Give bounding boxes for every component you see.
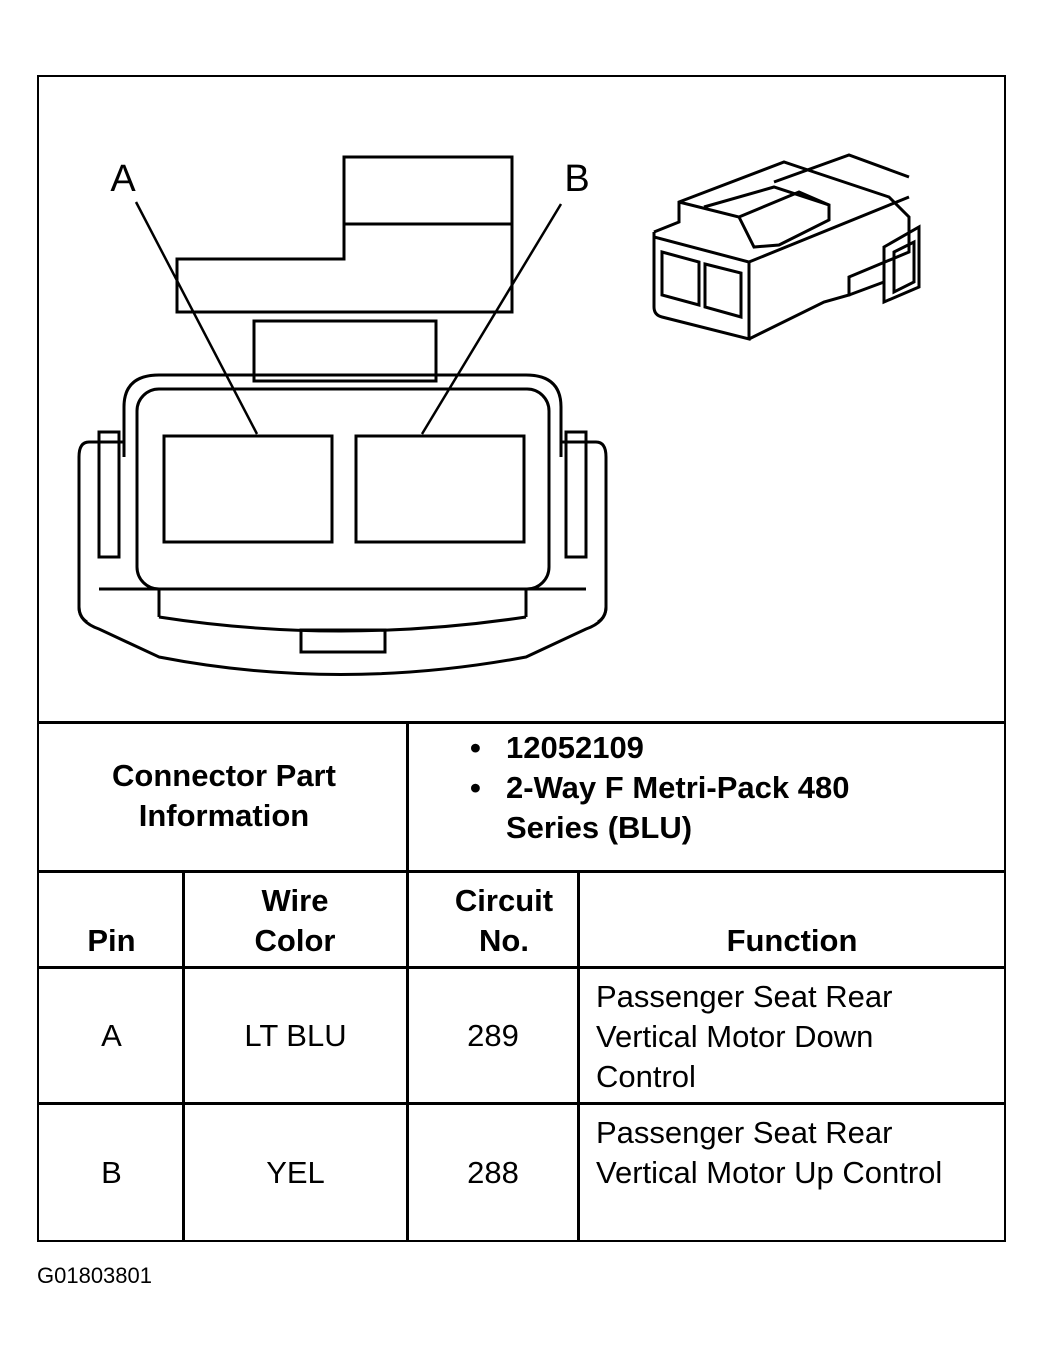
connector-figure-frame: A B Connector Part Information Pin Wire … <box>37 75 1006 1242</box>
pin-label-a: A <box>110 158 136 200</box>
divider <box>39 870 1004 873</box>
row-a-wire-color: LT BLU <box>244 1017 347 1053</box>
row-b-wire-color: YEL <box>266 1154 325 1190</box>
divider <box>39 966 1004 969</box>
divider <box>39 721 1004 724</box>
header-function: Function <box>726 923 858 958</box>
divider <box>39 1102 1004 1105</box>
pin-label-b: B <box>564 158 590 200</box>
row-b-pin: B <box>101 1154 122 1190</box>
part-description: 2-Way F Metri-Pack 480 Series (BLU) <box>470 768 886 848</box>
divider <box>182 870 185 1240</box>
divider <box>577 870 580 1240</box>
divider <box>406 721 409 1240</box>
row-b-function: Passenger Seat Rear Vertical Motor Up Co… <box>596 1115 943 1190</box>
header-pin: Pin <box>87 923 136 958</box>
row-a-pin: A <box>101 1017 122 1053</box>
row-b-circuit: 288 <box>467 1154 519 1190</box>
header-wire-color: Wire Color <box>254 883 336 958</box>
part-number: 12052109 <box>470 728 950 768</box>
part-info-list: 12052109 2-Way F Metri-Pack 480 Series (… <box>470 728 950 848</box>
connector-drawing <box>77 153 921 676</box>
figure-code: G01803801 <box>37 1263 152 1288</box>
row-a-function: Passenger Seat Rear Vertical Motor Down … <box>596 979 893 1094</box>
row-a-circuit: 289 <box>467 1017 519 1053</box>
part-info-label: Connector Part Information <box>112 758 336 833</box>
header-circuit: Circuit No. <box>454 883 554 958</box>
